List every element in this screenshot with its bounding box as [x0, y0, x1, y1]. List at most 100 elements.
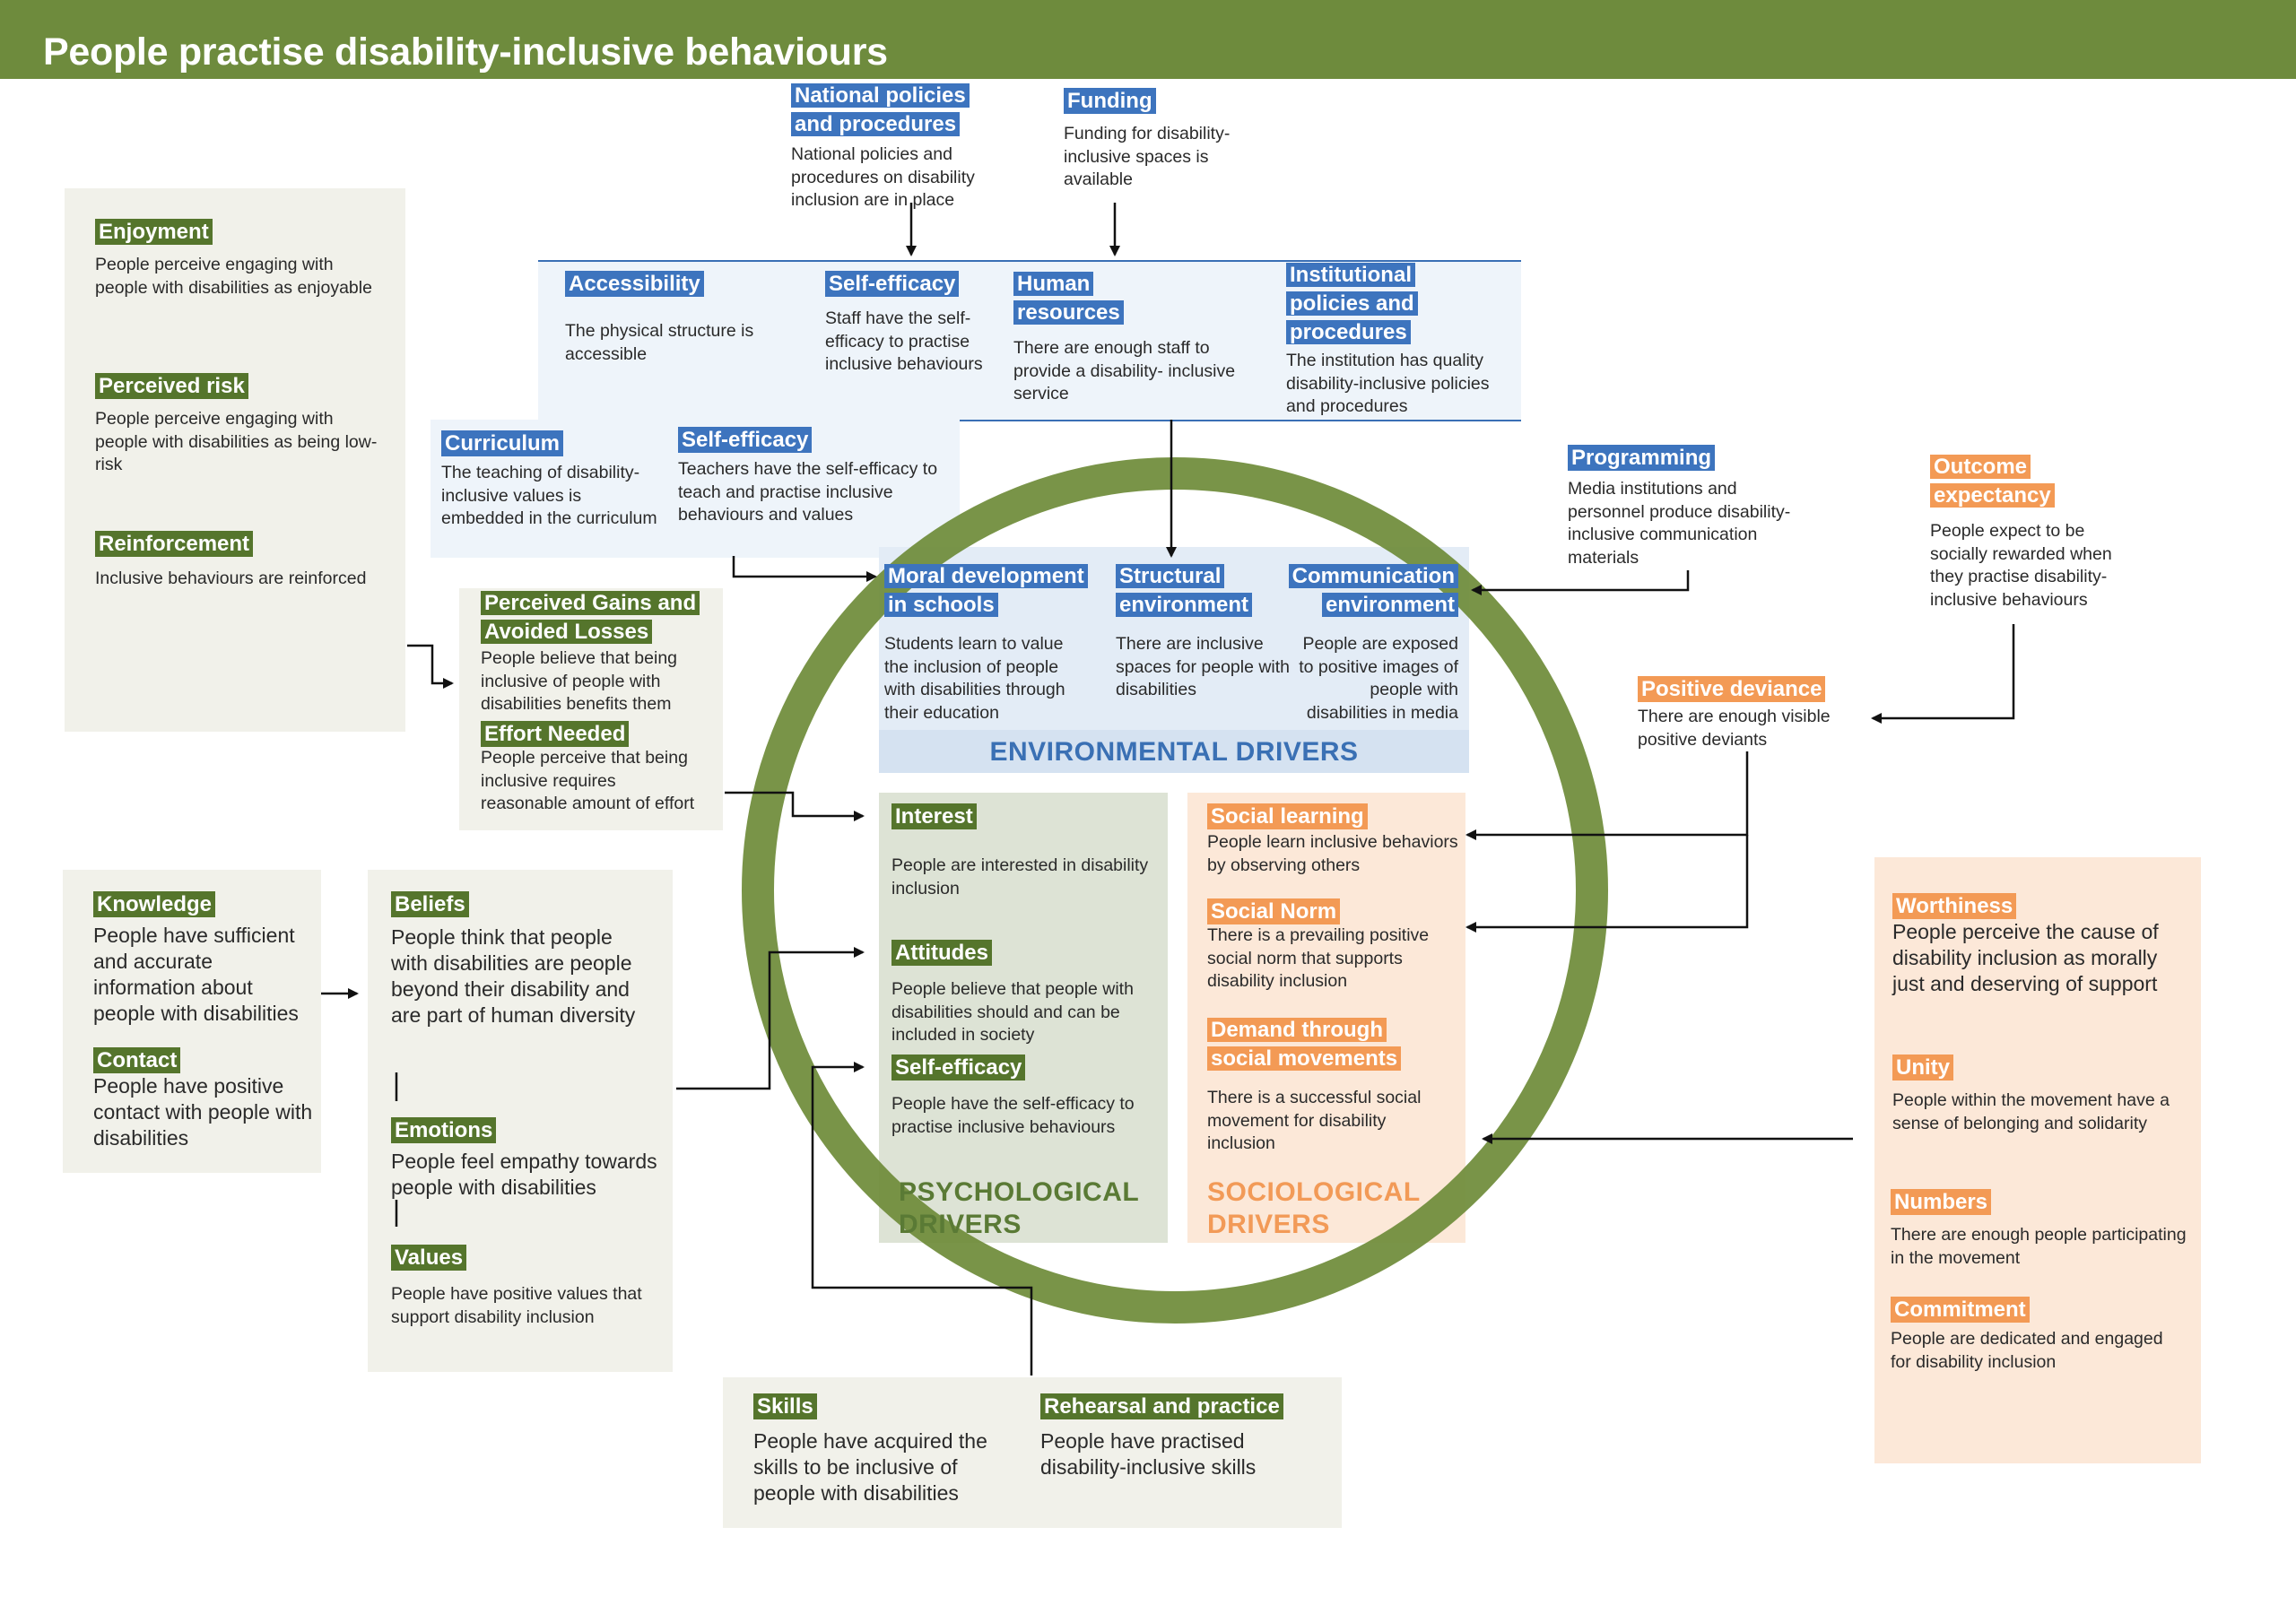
- unity-text: People within the movement have a sense …: [1892, 1090, 2170, 1133]
- perceived-risk-text: People perceive engaging with people wit…: [95, 409, 378, 474]
- commitment-text: People are dedicated and engaged for dis…: [1891, 1329, 2163, 1372]
- moral-development-label: Moral development in schools: [884, 564, 1088, 617]
- demand-label: Demand through social movements: [1207, 1018, 1402, 1071]
- unity-label: Unity: [1892, 1055, 1953, 1081]
- rehearsal-node: Rehearsal and practice People have pract…: [1040, 1393, 1309, 1480]
- social-norm-node: Social Norm There is a prevailing positi…: [1207, 898, 1458, 994]
- curriculum-label: Curriculum: [441, 430, 564, 456]
- arrow-programming-communication: [1471, 570, 1690, 595]
- institutional-policies-text: The institution has quality disability-i…: [1286, 351, 1490, 416]
- staff-self-efficacy-label: Self-efficacy: [825, 271, 960, 297]
- communication-environment-node: Communication environment People are exp…: [1286, 563, 1458, 725]
- funding-node: Funding Funding for disability-inclusive…: [1064, 88, 1261, 192]
- outcome-expectancy-node: Outcome expectancy People expect to be s…: [1930, 454, 2145, 612]
- perceived-gains-node: Perceived Gains and Avoided Losses Peopl…: [481, 590, 716, 716]
- human-resources-node: Human resources There are enough staff t…: [1013, 271, 1265, 406]
- skills-text: People have acquired the skills to be in…: [753, 1429, 987, 1505]
- movement-panel: [1874, 857, 2201, 1463]
- programming-node: Programming Media institutions and perso…: [1568, 445, 1801, 569]
- institutional-policies-node: Institutional policies and procedures Th…: [1286, 262, 1521, 419]
- social-norm-text: There is a prevailing positive social no…: [1207, 925, 1430, 991]
- values-text: People have positive values that support…: [391, 1284, 642, 1327]
- staff-self-efficacy-node: Self-efficacy Staff have the self-effica…: [825, 271, 996, 377]
- social-learning-text: People learn inclusive behaviors by obse…: [1207, 832, 1458, 875]
- values-node: Values People have positive values that …: [391, 1245, 660, 1329]
- enjoyment-node: Enjoyment People perceive engaging with …: [95, 219, 382, 299]
- environmental-drivers-title: ENVIRONMENTAL DRIVERS: [989, 737, 1359, 767]
- demand-node: Demand through social movements There is…: [1207, 1017, 1440, 1156]
- enjoyment-panel: [65, 188, 405, 732]
- arrow-beliefs-attitudes: [676, 947, 865, 1090]
- people-self-efficacy-node: Self-efficacy People have the self-effic…: [891, 1055, 1162, 1139]
- teacher-self-efficacy-text: Teachers have the self-efficacy to teach…: [678, 459, 938, 525]
- national-policies-node: National policies and procedures Nationa…: [791, 82, 996, 213]
- beliefs-label: Beliefs: [391, 891, 469, 917]
- numbers-text: There are enough people participating in…: [1891, 1225, 2187, 1268]
- knowledge-label: Knowledge: [93, 891, 216, 917]
- knowledge-node: Knowledge People have sufficient and acc…: [93, 891, 317, 1027]
- arrow-positive-social-norm: [1465, 835, 1749, 933]
- effort-needed-node: Effort Needed People perceive that being…: [481, 721, 705, 816]
- outcome-expectancy-label: Outcome expectancy: [1930, 455, 2055, 508]
- perceived-risk-label: Perceived risk: [95, 373, 248, 399]
- sociological-drivers-title: SOCIOLOGICAL DRIVERS: [1207, 1177, 1421, 1239]
- institutional-policies-label: Institutional policies and procedures: [1286, 263, 1418, 344]
- psychological-drivers-title: PSYCHOLOGICAL DRIVERS: [899, 1177, 1139, 1239]
- interest-label: Interest: [891, 803, 977, 829]
- rehearsal-text: People have practised disability-inclusi…: [1040, 1429, 1257, 1479]
- programming-label: Programming: [1568, 445, 1716, 471]
- funding-text: Funding for disability-inclusive spaces …: [1064, 124, 1231, 189]
- contact-text: People have positive contact with people…: [93, 1074, 313, 1150]
- values-label: Values: [391, 1245, 467, 1271]
- social-norm-label: Social Norm: [1207, 898, 1341, 924]
- people-self-efficacy-text: People have the self-efficacy to practis…: [891, 1094, 1135, 1137]
- page-title: People practise disability-inclusive beh…: [43, 30, 888, 74]
- funding-label: Funding: [1064, 88, 1156, 114]
- accessibility-label: Accessibility: [565, 271, 704, 297]
- effort-needed-label: Effort Needed: [481, 721, 630, 747]
- perceived-risk-node: Perceived risk People perceive engaging …: [95, 373, 382, 477]
- unity-node: Unity People within the movement have a …: [1892, 1055, 2197, 1135]
- moral-development-node: Moral development in schools Students le…: [884, 563, 1089, 725]
- enjoyment-label: Enjoyment: [95, 219, 213, 245]
- structural-environment-label: Structural environment: [1116, 564, 1253, 617]
- skills-node: Skills People have acquired the skills t…: [753, 1393, 1013, 1506]
- structural-environment-text: There are inclusive spaces for people wi…: [1116, 634, 1291, 699]
- commitment-node: Commitment People are dedicated and enga…: [1891, 1297, 2187, 1374]
- teacher-self-efficacy-label: Self-efficacy: [678, 427, 813, 453]
- reinforcement-node: Reinforcement Inclusive behaviours are r…: [95, 531, 400, 591]
- structural-environment-node: Structural environment There are inclusi…: [1116, 563, 1292, 702]
- people-self-efficacy-label: Self-efficacy: [891, 1055, 1026, 1081]
- positive-deviance-label: Positive deviance: [1638, 676, 1826, 702]
- reinforcement-text: Inclusive behaviours are reinforced: [95, 568, 367, 588]
- national-policies-text: National policies and procedures on disa…: [791, 144, 975, 210]
- reinforcement-label: Reinforcement: [95, 531, 254, 557]
- worthiness-node: Worthiness People perceive the cause of …: [1892, 893, 2170, 997]
- numbers-node: Numbers There are enough people particip…: [1891, 1189, 2187, 1270]
- social-learning-node: Social learning People learn inclusive b…: [1207, 803, 1458, 877]
- worthiness-label: Worthiness: [1892, 893, 2017, 919]
- arrow-positive-social-learning: [1465, 751, 1749, 840]
- attitudes-text: People believe that people with disabili…: [891, 979, 1134, 1045]
- title-banner: [0, 0, 2296, 79]
- communication-environment-label: Communication environment: [1288, 564, 1458, 617]
- accessibility-text: The physical structure is accessible: [565, 321, 754, 364]
- arrow-enjoyment-gains: [407, 644, 454, 689]
- effort-needed-text: People perceive that being inclusive req…: [481, 748, 695, 813]
- programming-text: Media institutions and personnel produce…: [1568, 479, 1791, 568]
- beliefs-node: Beliefs People think that people with di…: [391, 891, 651, 1028]
- contact-label: Contact: [93, 1047, 181, 1073]
- attitudes-label: Attitudes: [891, 940, 992, 966]
- moral-development-text: Students learn to value the inclusion of…: [884, 634, 1065, 723]
- positive-deviance-text: There are enough visible positive devian…: [1638, 707, 1831, 750]
- perceived-gains-label: Perceived Gains and Avoided Losses: [481, 591, 700, 644]
- perceived-gains-text: People believe that being inclusive of p…: [481, 648, 678, 714]
- arrow-school-moral: [732, 556, 877, 582]
- human-resources-label: Human resources: [1013, 272, 1124, 325]
- human-resources-text: There are enough staff to provide a disa…: [1013, 338, 1236, 404]
- accessibility-node: Accessibility The physical structure is …: [565, 271, 789, 366]
- curriculum-text: The teaching of disability-inclusive val…: [441, 463, 657, 528]
- skills-label: Skills: [753, 1393, 817, 1419]
- interest-text: People are interested in disability incl…: [891, 855, 1149, 898]
- social-learning-label: Social learning: [1207, 803, 1368, 829]
